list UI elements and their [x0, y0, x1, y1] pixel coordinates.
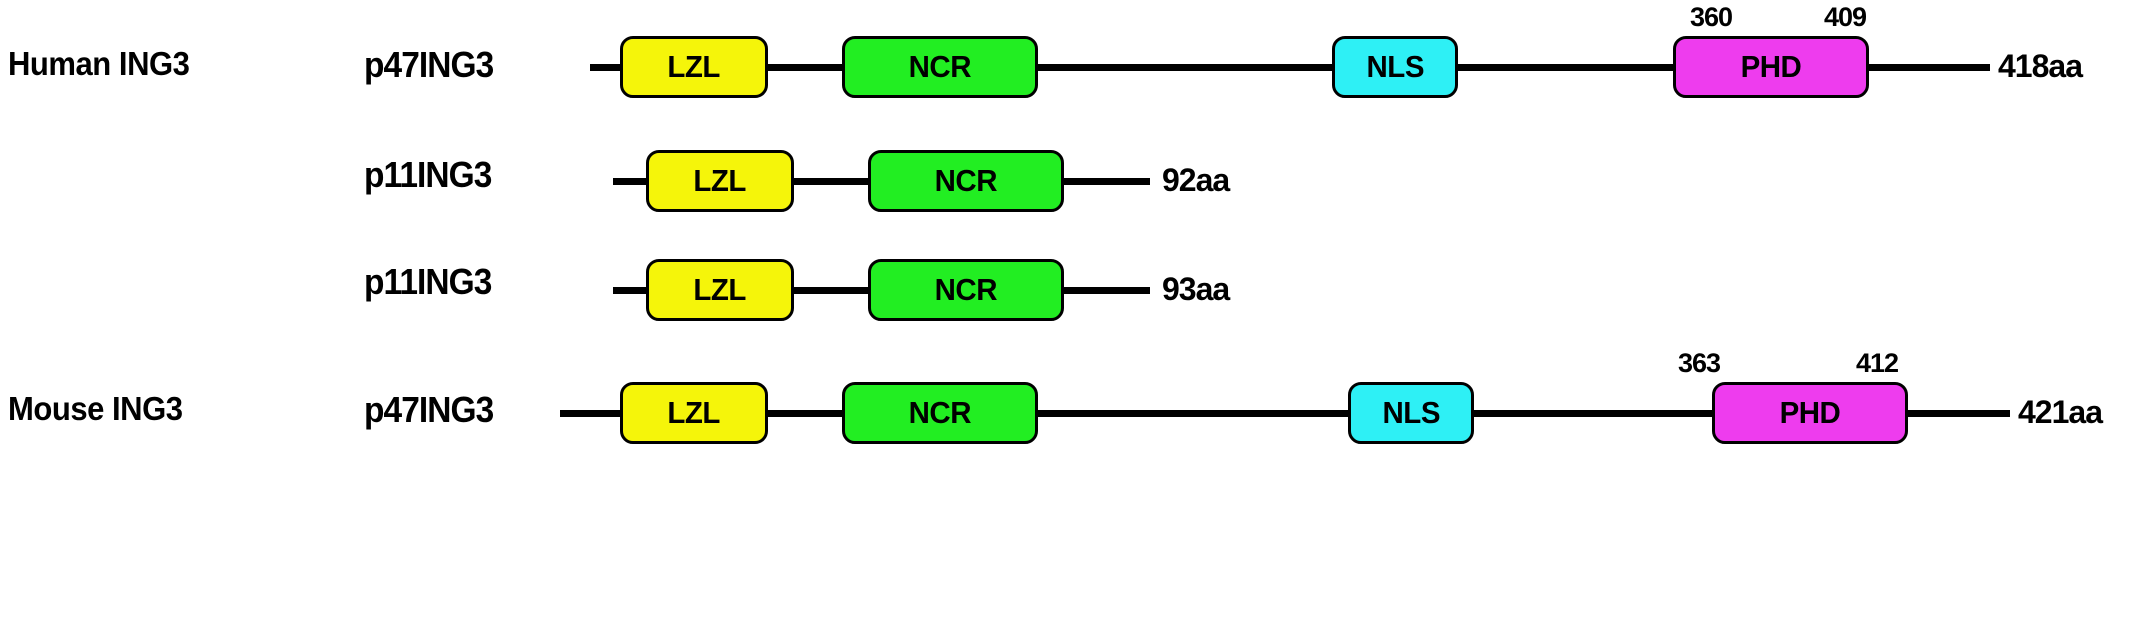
backbone-row4	[560, 410, 2010, 417]
domain-label: LZL	[667, 49, 721, 84]
backbone-row3	[613, 287, 1033, 294]
domain-box-phd-row4: PHD	[1712, 382, 1908, 444]
backbone-row2-tail	[1055, 178, 1150, 185]
isoform-label-row2: p11ING3	[364, 154, 492, 195]
domain-label: PHD	[1779, 395, 1841, 430]
position-label-412: 412	[1856, 348, 1899, 378]
isoform-label-row1: p47ING3	[364, 44, 494, 85]
position-label-363: 363	[1678, 348, 1721, 378]
backbone-row2	[613, 178, 1033, 185]
domain-box-lzl-row2: LZL	[646, 150, 794, 212]
domain-box-ncr-row3: NCR	[868, 259, 1064, 321]
position-label-360: 360	[1690, 2, 1733, 32]
domain-label: LZL	[693, 163, 747, 198]
domain-label: NCR	[908, 49, 972, 84]
length-label-row4: 421aa	[2018, 394, 2103, 430]
species-label-human: Human ING3	[8, 45, 190, 82]
isoform-label-row3: p11ING3	[364, 261, 492, 302]
domain-label: NCR	[934, 272, 998, 307]
domain-label: LZL	[667, 395, 721, 430]
backbone-row3-tail	[1055, 287, 1150, 294]
domain-label: NCR	[908, 395, 972, 430]
domain-label: NLS	[1366, 49, 1424, 84]
domain-label: NLS	[1382, 395, 1440, 430]
domain-box-phd-row1: PHD	[1673, 36, 1869, 98]
length-label-row1: 418aa	[1998, 48, 2083, 84]
domain-box-ncr-row2: NCR	[868, 150, 1064, 212]
length-label-row2: 92aa	[1162, 162, 1230, 198]
domain-box-lzl-row4: LZL	[620, 382, 768, 444]
isoform-label-row4: p47ING3	[364, 389, 494, 430]
length-label-row3: 93aa	[1162, 271, 1230, 307]
domain-box-lzl-row3: LZL	[646, 259, 794, 321]
domain-box-ncr-row4: NCR	[842, 382, 1038, 444]
domain-box-lzl-row1: LZL	[620, 36, 768, 98]
domain-box-ncr-row1: NCR	[842, 36, 1038, 98]
domain-box-nls-row4: NLS	[1348, 382, 1474, 444]
domain-label: NCR	[934, 163, 998, 198]
domain-label: LZL	[693, 272, 747, 307]
species-label-mouse: Mouse ING3	[8, 390, 183, 427]
domain-label: PHD	[1740, 49, 1802, 84]
domain-box-nls-row1: NLS	[1332, 36, 1458, 98]
position-label-409: 409	[1824, 2, 1867, 32]
backbone-row1	[590, 64, 1990, 71]
